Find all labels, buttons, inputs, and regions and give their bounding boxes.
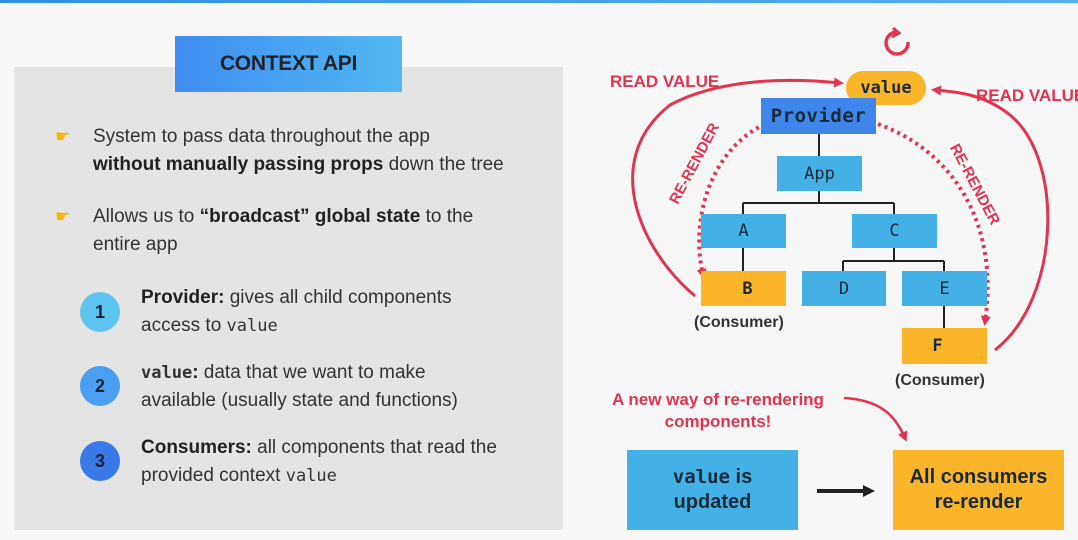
item-2-label-code: value	[141, 363, 193, 383]
rerender-arrow-right	[877, 122, 991, 326]
node-f: F	[902, 328, 987, 364]
note-line1: A new way of re-rendering	[612, 390, 824, 409]
rerender-note: A new way of re-rendering components!	[598, 389, 838, 433]
read-value-label-right: READ VALUE	[976, 86, 1078, 105]
number-badge-1: 1	[80, 292, 120, 332]
read-arrow-left	[631, 77, 844, 298]
item-1-code: value	[226, 316, 278, 336]
node-d: D	[802, 271, 886, 306]
node-b: B	[701, 271, 786, 306]
box-right-line2: re-render	[934, 491, 1023, 513]
box-left-rest: is	[729, 466, 753, 488]
bullet-2-pre: Allows us to	[93, 206, 200, 227]
bullet-1-line1: System to pass data throughout the app	[93, 126, 430, 147]
node-e: E	[902, 271, 987, 306]
item-3-code: value	[285, 466, 337, 486]
node-a: A	[701, 214, 786, 248]
note-arrow	[843, 396, 908, 442]
box-right-line1: All consumers	[909, 466, 1048, 488]
pointing-hand-icon: ☛	[55, 127, 71, 146]
note-line2: components!	[664, 412, 772, 431]
node-provider: Provider	[761, 98, 876, 134]
bullet-1-bold: without manually passing props	[93, 154, 384, 175]
number-badge-3: 3	[80, 441, 120, 481]
item-1-label: Provider:	[141, 287, 225, 308]
number-badge-2: 2	[80, 366, 120, 406]
top-accent-bar	[0, 0, 1078, 3]
consumer-label-b: (Consumer)	[694, 314, 784, 331]
item-3-text: Consumers: all components that read the …	[141, 434, 551, 490]
node-c: C	[852, 214, 937, 248]
consumers-rerender-box: All consumers re-render	[893, 450, 1064, 530]
bullet-2-line2: entire app	[93, 234, 178, 255]
pointing-hand-icon: ☛	[55, 207, 71, 226]
read-arrow-right	[931, 85, 1050, 352]
item-1-desc: gives all child components	[224, 287, 452, 308]
item-3-line2: provided context	[141, 465, 286, 486]
node-f-label: F	[932, 336, 943, 356]
rerender-arrow-left	[696, 122, 766, 279]
bullet-2-bold: “broadcast” global state	[199, 206, 421, 227]
tree-connectors	[742, 134, 945, 328]
bullet-2-post: to the	[420, 206, 474, 227]
bullet-1-rest: down the tree	[383, 154, 504, 175]
box-value-code: value	[672, 466, 730, 488]
item-1-text: Provider: gives all child components acc…	[141, 284, 551, 340]
consumer-label-f: (Consumer)	[895, 372, 985, 389]
item-1-line2: access to	[141, 315, 227, 336]
item-2-line2: available (usually state and functions)	[141, 390, 458, 411]
read-value-label-left: READ VALUE	[610, 72, 720, 91]
item-2-desc: data that we want to make	[198, 362, 426, 383]
item-3-label: Consumers:	[141, 437, 252, 458]
box-left-line2: updated	[673, 491, 752, 513]
refresh-icon	[884, 26, 910, 56]
item-2-text: value: data that we want to make availab…	[141, 359, 551, 415]
node-b-label: B	[742, 278, 753, 299]
value-updated-box: value is updated	[627, 450, 798, 530]
node-app: App	[777, 156, 862, 191]
item-3-desc: all components that read the	[251, 437, 497, 458]
item-2-label-colon: :	[192, 362, 199, 383]
page-title: CONTEXT API	[175, 36, 402, 92]
